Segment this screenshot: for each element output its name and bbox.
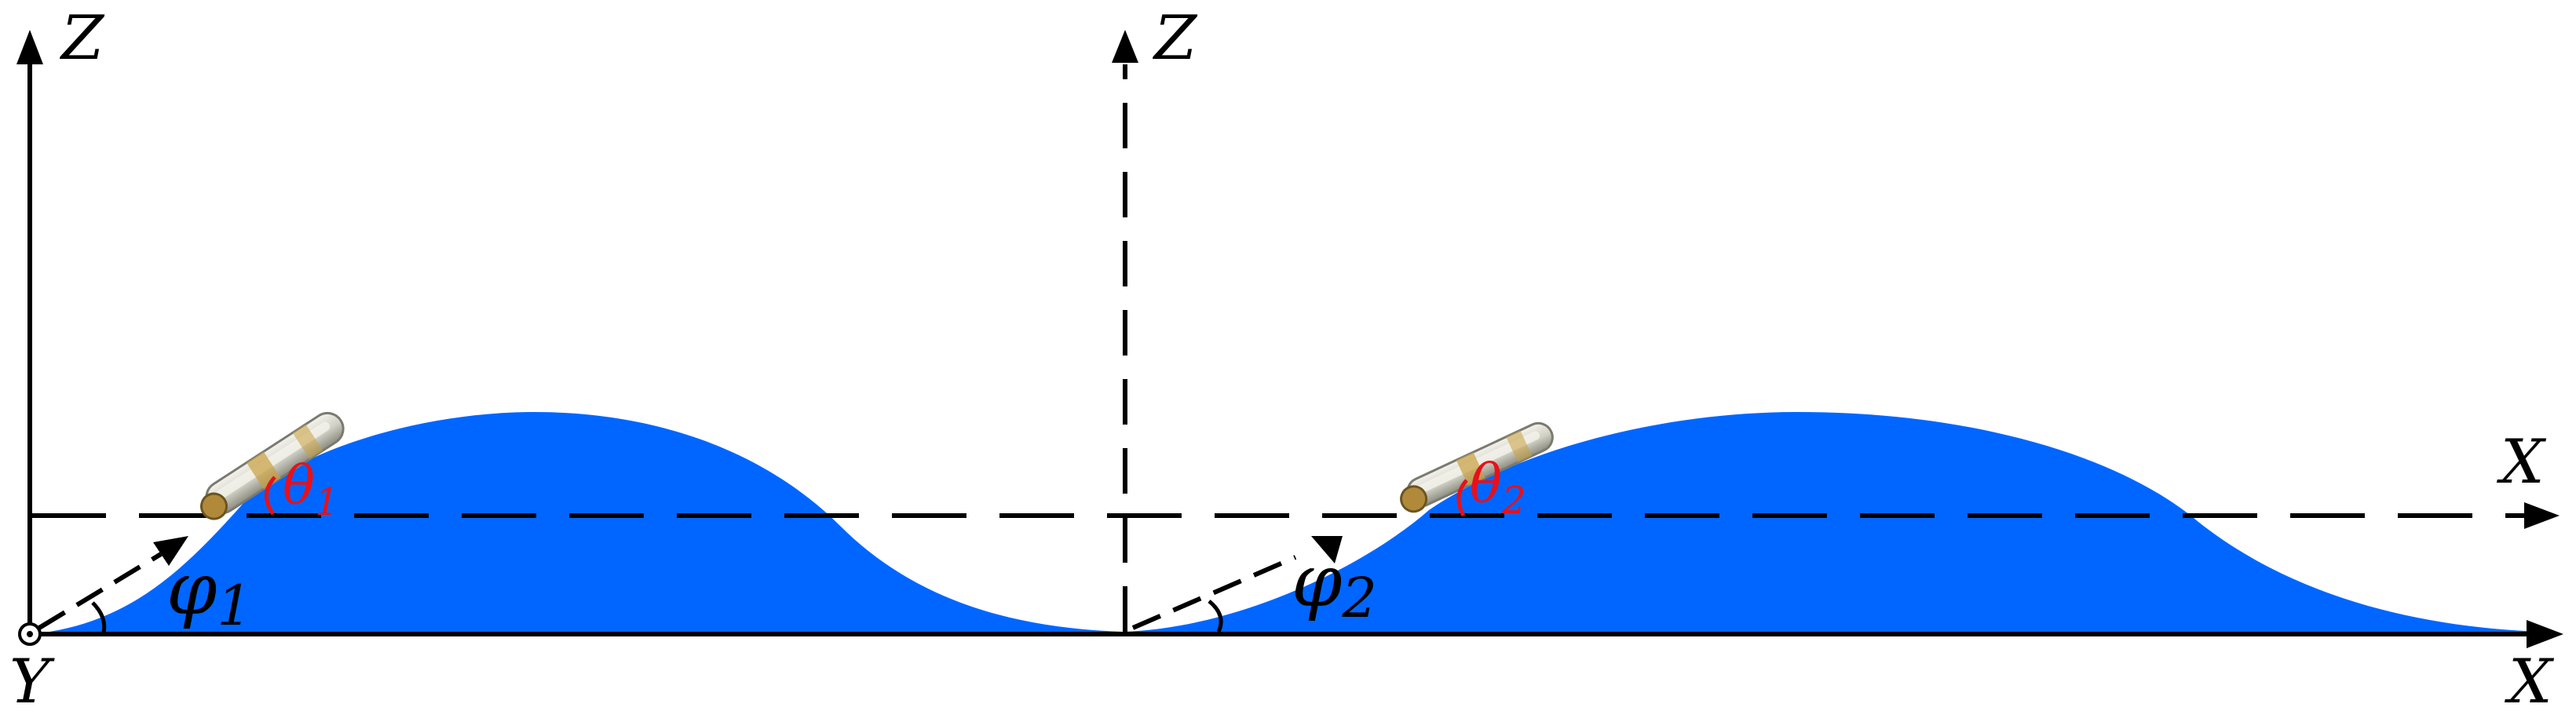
theta1-subscript: 1 bbox=[315, 480, 339, 524]
z-left-label: Z bbox=[59, 3, 105, 74]
phi2-arrowhead bbox=[1311, 536, 1343, 563]
theta2-label: θ2 bbox=[1470, 454, 1526, 523]
x-dashed-label: X bbox=[2496, 427, 2547, 498]
theta2-symbol: θ bbox=[1470, 454, 1502, 516]
wave-2 bbox=[1123, 412, 2544, 636]
phi1-subscript: 1 bbox=[217, 574, 252, 638]
theta1-angle-arc bbox=[265, 476, 276, 516]
left-z-arrowhead bbox=[16, 30, 43, 64]
phi1-arrowhead bbox=[153, 536, 188, 566]
wave-1 bbox=[31, 412, 1123, 634]
glider-2 bbox=[1400, 421, 1554, 513]
phi2-subscript: 2 bbox=[1341, 566, 1377, 630]
phi1-angle-arc bbox=[91, 601, 107, 633]
origin-dot bbox=[27, 631, 33, 637]
y-origin-label: Y bbox=[9, 647, 55, 717]
phi1-symbol: φ bbox=[166, 547, 217, 631]
middle-z-arrowhead bbox=[1112, 30, 1138, 63]
theta1-symbol: θ bbox=[283, 455, 315, 517]
base-x-arrowhead bbox=[2527, 620, 2563, 648]
z-middle-label: Z bbox=[1152, 3, 1198, 74]
phi1-direction-arrow bbox=[38, 552, 163, 630]
glider-1 bbox=[200, 411, 345, 520]
theta1-label: θ1 bbox=[283, 455, 339, 524]
x-base-label: X bbox=[2504, 647, 2555, 717]
dashed-x-arrowhead bbox=[2524, 502, 2560, 529]
phi1-label: φ1 bbox=[166, 547, 252, 638]
phi2-angle-arc bbox=[1208, 600, 1223, 633]
theta2-angle-arc bbox=[1456, 479, 1468, 517]
phi2-label: φ2 bbox=[1292, 539, 1377, 630]
phi2-symbol: φ bbox=[1292, 539, 1343, 623]
phi2-direction-arrow bbox=[1131, 555, 1297, 630]
theta2-subscript: 2 bbox=[1501, 479, 1526, 523]
